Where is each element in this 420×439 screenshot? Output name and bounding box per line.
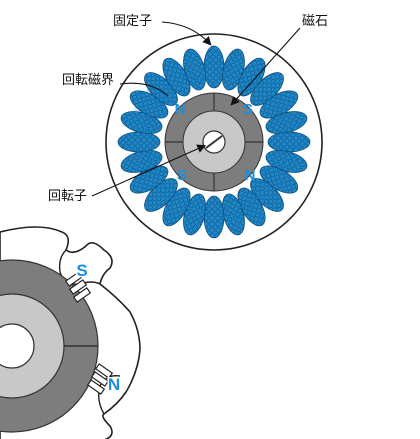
detail-view: S N <box>0 226 141 439</box>
stator-coil <box>203 45 225 89</box>
stator-leader <box>161 21 212 46</box>
stator-coil <box>117 131 161 153</box>
rotating-field-leader <box>119 82 169 97</box>
detail-upper-coil <box>64 271 92 303</box>
stator-coils <box>117 45 311 239</box>
rotor-pole-top-right: S <box>243 101 253 118</box>
rotor-pole-bottom-right: N <box>245 167 256 184</box>
motor-cross-section: N S S N <box>105 33 323 251</box>
rotor-pole-top-left: N <box>175 101 186 118</box>
stator-label: 固定子 <box>113 14 153 29</box>
detail-shaft <box>0 323 35 369</box>
detail-pole-top: S <box>76 261 87 280</box>
rotating-field-label: 回転磁界 <box>62 73 115 88</box>
leader-lines <box>91 21 301 197</box>
stator-coil <box>183 48 207 91</box>
detail-pole-bottom: N <box>108 375 120 394</box>
stator-coil <box>203 195 225 239</box>
shaft-slot <box>205 135 223 149</box>
magnet-segment-dividers <box>165 93 263 191</box>
stator-coil <box>267 131 311 153</box>
magnet-label: 磁石 <box>302 14 329 29</box>
rotor-pole-bottom-left: S <box>177 167 187 184</box>
detail-lower-coil <box>86 363 114 395</box>
rotor-leader <box>91 144 207 197</box>
magnet-leader <box>230 27 301 106</box>
rotor-label: 回転子 <box>48 189 88 204</box>
